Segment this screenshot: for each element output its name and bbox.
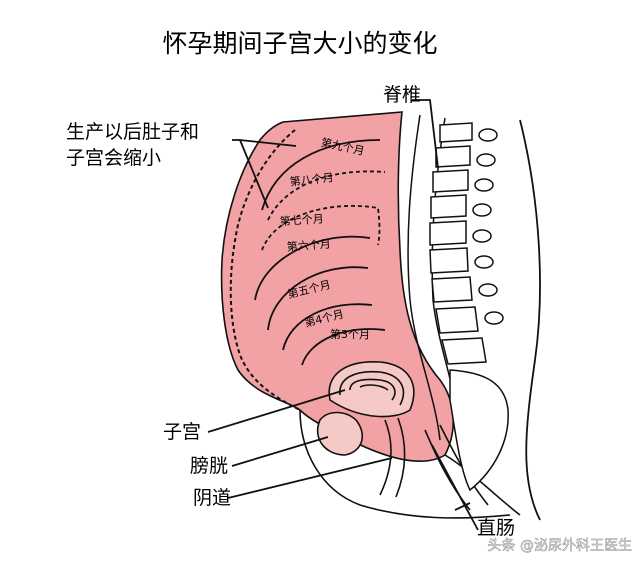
contour-month-7 [261, 205, 381, 251]
leader-lines [207, 99, 479, 531]
month-label-8: 第八个月 [289, 170, 334, 189]
growth-contours [254, 139, 386, 366]
month-label-7: 第七个月 [279, 211, 324, 228]
spine-column [407, 114, 509, 492]
bladder-organ [316, 411, 364, 456]
label-bladder: 膀胱 [190, 455, 228, 477]
watermark: 头条 @泌尿外科王医生 [488, 537, 632, 554]
label-uterus: 子宫 [163, 421, 201, 443]
contour-month-5 [267, 266, 369, 331]
back-outline [519, 119, 541, 521]
contour-month-3 [301, 328, 386, 366]
contour-month-9 [261, 139, 381, 211]
spinal-canal [407, 114, 441, 441]
sacrum [449, 369, 509, 492]
contour-month-6 [254, 235, 371, 301]
body-cross-section: 第九个月 第八个月 第七个月 第六个月 第五个月 第4个月 第3个月 [220, 111, 541, 521]
uterus-organ [328, 361, 415, 418]
contour-month-4 [282, 303, 373, 351]
pregnant-uterus-area [220, 111, 454, 462]
label-vagina: 阴道 [193, 487, 231, 509]
lower-body-outline [299, 409, 521, 519]
spinous-processes [472, 128, 504, 325]
month-label-6: 第六个月 [286, 237, 331, 254]
postpartum-outline-outer [229, 129, 301, 411]
month-label-3: 第3个月 [330, 327, 370, 341]
label-rectum: 直肠 [477, 517, 515, 539]
label-shrink-line2: 子宫会缩小 [66, 147, 161, 169]
label-shrink-line1: 生产以后肚子和 [66, 121, 199, 143]
vertebrae [429, 122, 487, 365]
label-spine: 脊椎 [383, 84, 421, 106]
diagram-title: 怀孕期间子宫大小的变化 [162, 29, 437, 58]
